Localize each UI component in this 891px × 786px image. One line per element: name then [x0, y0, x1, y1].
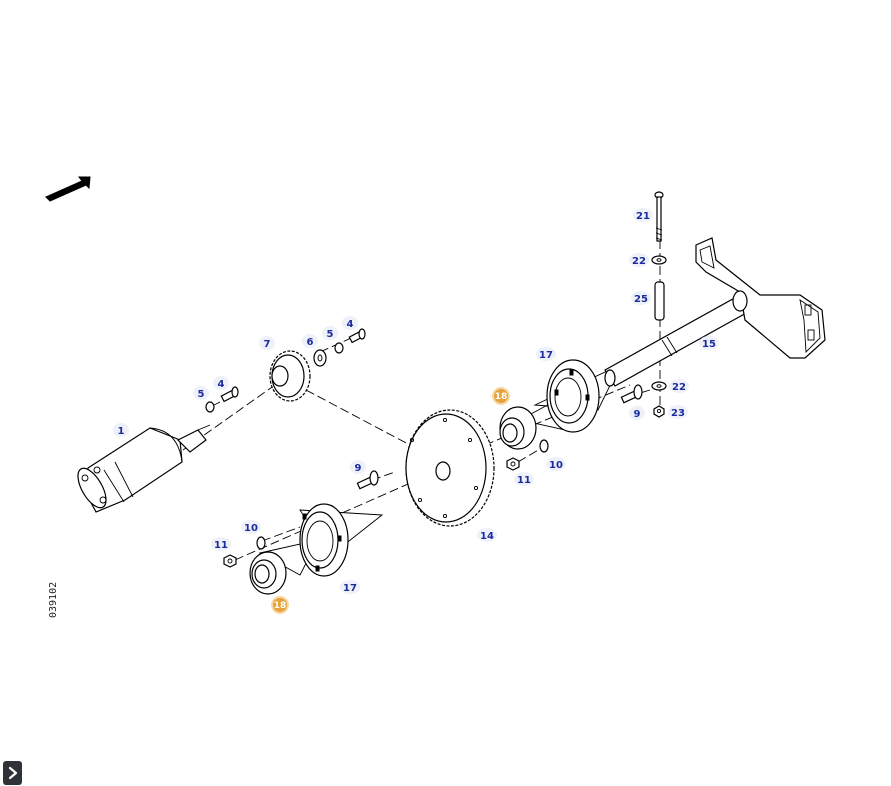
svg-text:11: 11 [517, 475, 531, 486]
svg-text:4: 4 [218, 379, 225, 390]
callout-9[interactable]: 9 [350, 460, 366, 474]
svg-text:18: 18 [274, 601, 287, 611]
callout-11[interactable]: 11 [514, 472, 534, 486]
part-10-washer-lower[interactable] [256, 536, 266, 550]
callout-5[interactable]: 5 [322, 326, 338, 340]
callout-17[interactable]: 17 [536, 347, 556, 361]
part-1-motor[interactable] [72, 424, 211, 513]
part-25-pin[interactable] [654, 281, 665, 321]
svg-text:5: 5 [198, 389, 205, 400]
callout-4[interactable]: 4 [342, 316, 358, 330]
part-11-nut-lower[interactable] [223, 554, 237, 568]
callout-4[interactable]: 4 [213, 376, 229, 390]
svg-text:10: 10 [244, 523, 258, 534]
svg-text:22: 22 [672, 382, 686, 393]
svg-text:25: 25 [634, 294, 648, 305]
callout-1[interactable]: 1 [113, 423, 129, 437]
callout-22[interactable]: 22 [669, 379, 689, 393]
callout-9[interactable]: 9 [629, 406, 645, 420]
part-4-bolt-a[interactable] [220, 386, 239, 403]
svg-text:15: 15 [702, 339, 716, 350]
part-9-bolt-lower[interactable] [356, 470, 379, 490]
callout-17[interactable]: 17 [340, 580, 360, 594]
svg-text:9: 9 [355, 463, 362, 474]
drawing-document-id: 039102 [48, 581, 59, 618]
chevron-right-icon [8, 766, 17, 780]
svg-text:10: 10 [549, 460, 563, 471]
part-4-bolt-b[interactable] [348, 328, 366, 344]
part-22-washer-bottom[interactable] [651, 381, 667, 391]
part-9-bolt-upper[interactable] [620, 384, 643, 404]
expand-panel-button[interactable] [3, 761, 22, 785]
callout-25[interactable]: 25 [631, 291, 651, 305]
svg-text:6: 6 [307, 337, 314, 348]
callout-6[interactable]: 6 [302, 334, 318, 348]
highlighted-callout-18-upper[interactable]: 18 [492, 387, 510, 405]
part-6-washer[interactable] [313, 349, 327, 367]
svg-text:9: 9 [634, 409, 641, 420]
callout-15[interactable]: 15 [699, 336, 719, 350]
svg-text:17: 17 [343, 583, 357, 594]
part-15-bracket-shaft[interactable] [604, 237, 826, 387]
svg-text:21: 21 [636, 211, 650, 222]
svg-text:11: 11 [214, 540, 228, 551]
svg-text:7: 7 [264, 339, 271, 350]
arrow-icon [45, 176, 91, 202]
svg-text:1: 1 [118, 426, 125, 437]
callout-5[interactable]: 5 [193, 386, 209, 400]
part-5-washer-a[interactable] [205, 401, 215, 413]
highlighted-callout-18-lower[interactable]: 18 [271, 596, 289, 614]
callout-23[interactable]: 23 [668, 405, 688, 419]
callout-10[interactable]: 10 [546, 457, 566, 471]
svg-text:22: 22 [632, 256, 646, 267]
part-18-hub-upper[interactable] [499, 406, 537, 450]
svg-text:23: 23 [671, 408, 685, 419]
part-10-washer-upper[interactable] [539, 439, 549, 453]
part-17-bearing-flange-lower[interactable] [258, 503, 384, 577]
svg-text:4: 4 [347, 319, 354, 330]
svg-text:5: 5 [327, 329, 334, 340]
svg-text:18: 18 [495, 392, 508, 402]
svg-text:14: 14 [480, 531, 494, 542]
part-22-washer-top[interactable] [651, 255, 667, 265]
callout-11[interactable]: 11 [211, 537, 231, 551]
part-17-bearing-flange-upper[interactable] [518, 359, 621, 433]
callout-7[interactable]: 7 [259, 336, 275, 350]
part-21-bolt[interactable] [654, 191, 664, 242]
part-23-nut[interactable] [653, 405, 665, 418]
part-7-pinion-gear[interactable] [269, 350, 311, 402]
callout-14[interactable]: 14 [477, 528, 497, 542]
part-18-hub-lower[interactable] [249, 551, 287, 595]
part-11-nut-upper[interactable] [506, 457, 520, 471]
callout-10[interactable]: 10 [241, 520, 261, 534]
callout-22[interactable]: 22 [629, 253, 649, 267]
callout-21[interactable]: 21 [633, 208, 653, 222]
callout-labels: 1 5 4 7 6 5 4 9 10 11 17 14 17 10 11 9 2… [113, 208, 719, 594]
part-14-large-gear[interactable] [405, 409, 495, 527]
part-5-washer-b[interactable] [334, 342, 344, 354]
svg-text:17: 17 [539, 350, 553, 361]
